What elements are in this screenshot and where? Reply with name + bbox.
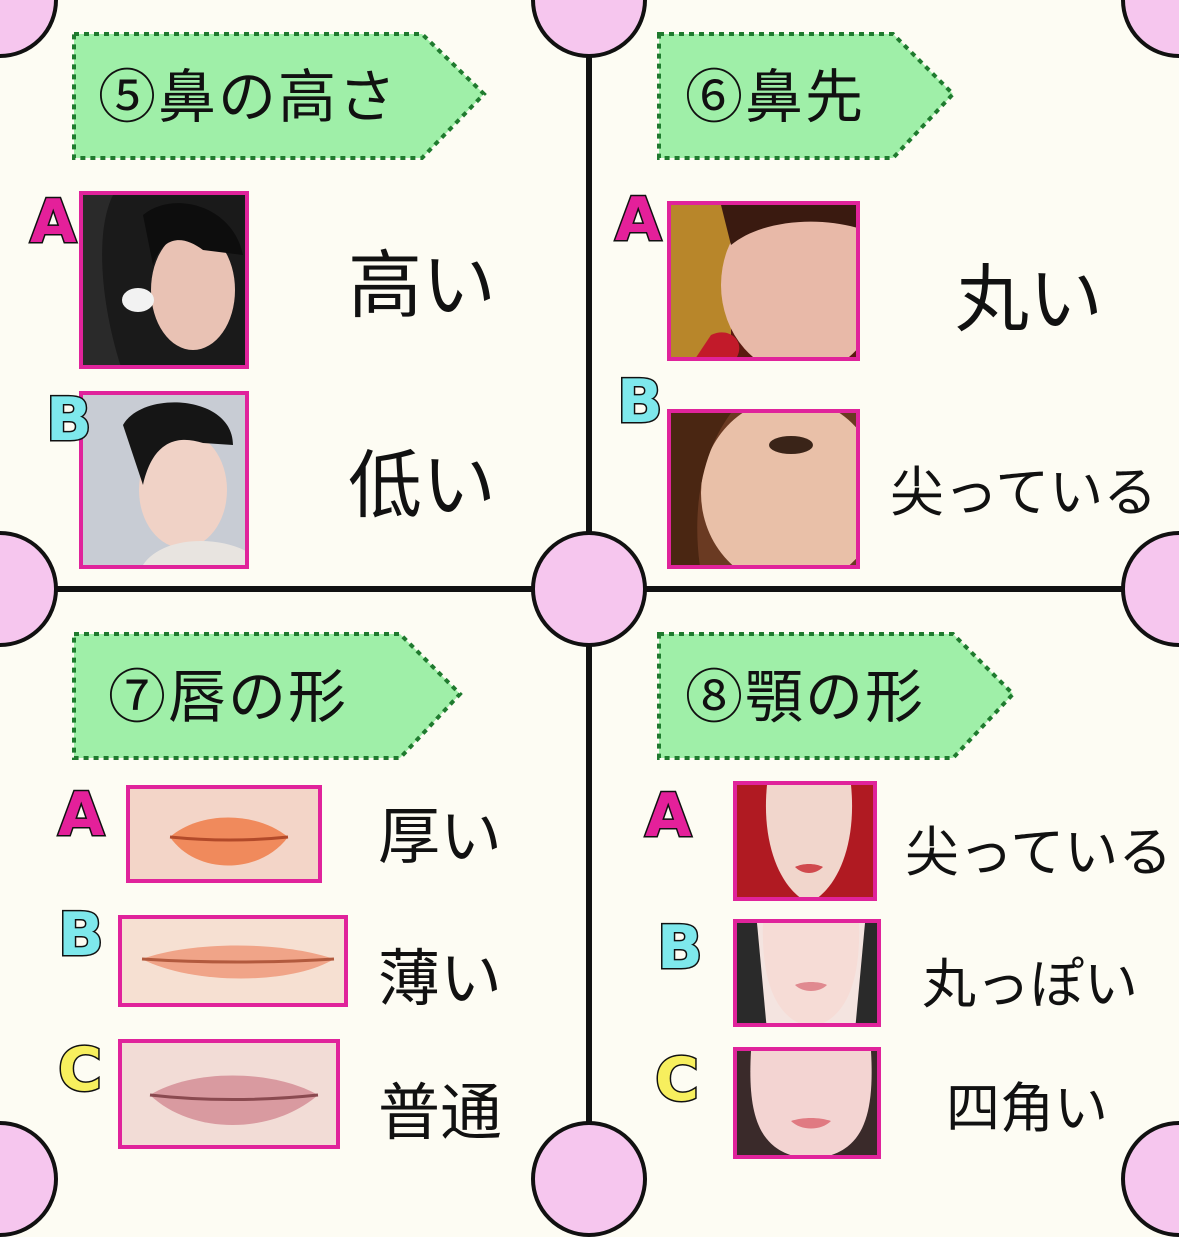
option-letter-c: C (653, 1045, 700, 1115)
photo-pointed-jaw (733, 781, 877, 901)
corner-circle-top-left (0, 0, 58, 58)
panel-title: ⑥鼻先 (685, 63, 866, 131)
option-letter-a: A (643, 781, 692, 851)
option-label-a: 尖っている (905, 821, 1173, 884)
panel-title-tag-lip-shape: ⑦唇の形 (72, 632, 464, 760)
panel-title-tag-jaw-shape: ⑧顎の形 (657, 632, 1017, 760)
panel-title-tag-nose-height: ⑤鼻の高さ (72, 32, 488, 160)
option-label-b: 丸っぽい (922, 953, 1138, 1016)
option-label-c: 四角い (946, 1077, 1108, 1140)
photo-pointed-nose-tip (667, 409, 860, 569)
panel-title: ⑧顎の形 (685, 663, 926, 731)
option-letter-a: A (28, 187, 77, 257)
corner-circle-center (531, 531, 647, 647)
corner-circle-bottom-center (531, 1121, 647, 1237)
option-letter-c: C (56, 1035, 103, 1105)
option-label-a: 厚い (378, 800, 503, 873)
option-label-a: 高い (348, 243, 496, 329)
photo-thin-lips (118, 915, 348, 1007)
option-letter-a: A (56, 780, 105, 850)
option-label-b: 尖っている (890, 461, 1158, 524)
photo-round-nose-tip (667, 201, 860, 361)
corner-circle-mid-left (0, 531, 58, 647)
photo-square-jaw (733, 1047, 881, 1159)
photo-thick-lips (126, 785, 322, 883)
panel-title: ⑦唇の形 (108, 663, 349, 731)
corner-circle-top-center (531, 0, 647, 58)
option-letter-b: B (57, 900, 106, 970)
panel-title-tag-nose-tip: ⑥鼻先 (657, 32, 957, 160)
photo-rounded-jaw (733, 919, 881, 1027)
option-label-a: 丸い (955, 257, 1103, 343)
corner-circle-bottom-left (0, 1121, 58, 1237)
option-letter-a: A (613, 185, 662, 255)
photo-high-nose (79, 191, 249, 369)
option-label-c: 普通 (378, 1076, 503, 1149)
panel-title: ⑤鼻の高さ (98, 63, 399, 131)
option-label-b: 薄い (378, 942, 503, 1015)
option-letter-b: B (656, 913, 705, 983)
photo-normal-lips (118, 1039, 340, 1149)
corner-circle-mid-right (1121, 531, 1179, 647)
option-label-b: 低い (348, 443, 496, 529)
corner-circle-bottom-right (1121, 1121, 1179, 1237)
option-letter-b: B (616, 367, 665, 437)
corner-circle-top-right (1121, 0, 1179, 58)
photo-low-nose (79, 391, 249, 569)
option-letter-b: B (45, 385, 94, 455)
